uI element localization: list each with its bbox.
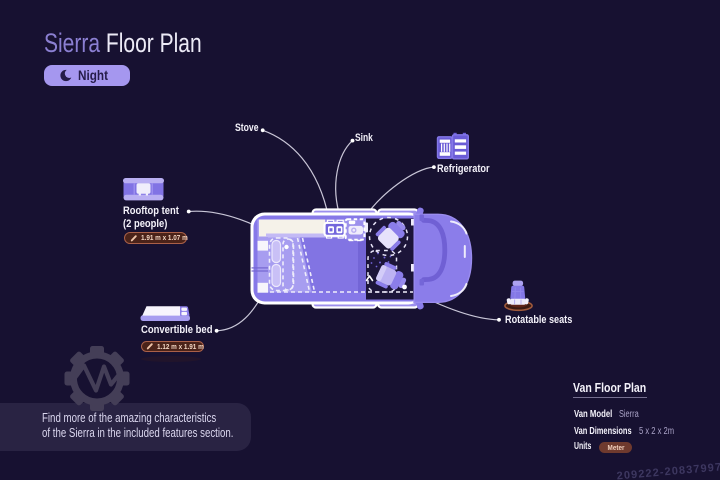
svg-text:209222-20837997: 209222-20837997 <box>616 461 720 480</box>
